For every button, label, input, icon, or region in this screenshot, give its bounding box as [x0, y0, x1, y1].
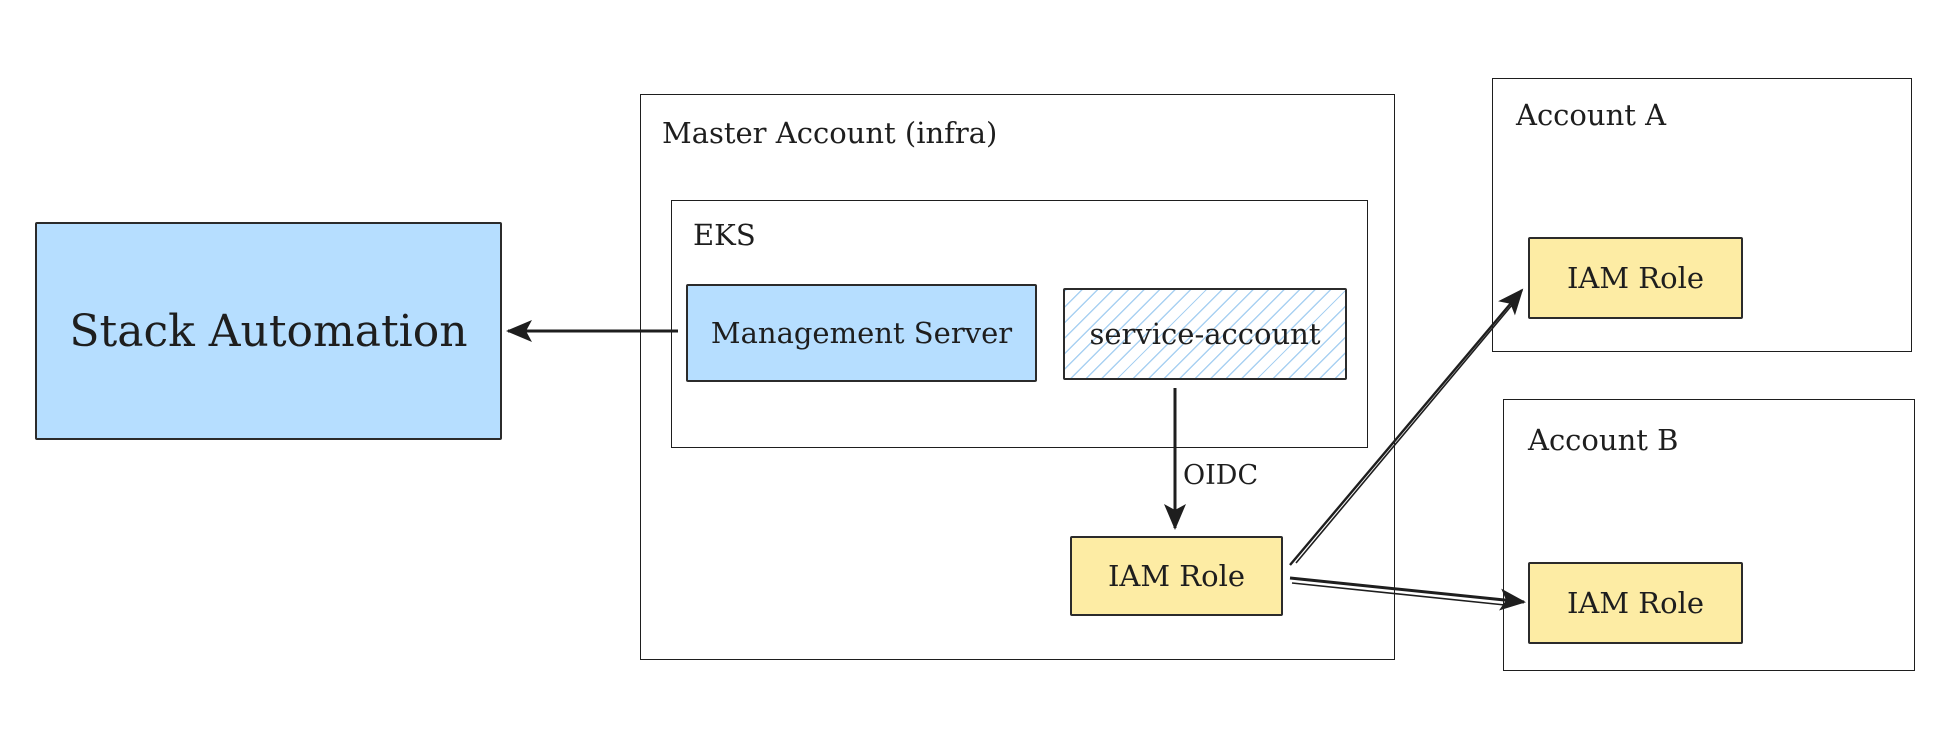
stack-automation-label: Stack Automation — [69, 305, 468, 357]
eks-frame — [671, 200, 1368, 448]
account-b-iam-role-node: IAM Role — [1528, 562, 1743, 644]
account-a-title: Account A — [1516, 98, 1667, 132]
account-a-iam-role-label: IAM Role — [1566, 261, 1705, 295]
eks-title: EKS — [693, 218, 756, 252]
management-server-node: Management Server — [686, 284, 1037, 382]
stack-automation-node: Stack Automation — [35, 222, 502, 440]
edge-iam-role-to-account-a — [1289, 288, 1524, 566]
account-a-iam-role-node: IAM Role — [1528, 237, 1743, 319]
account-b-iam-role-label: IAM Role — [1566, 586, 1705, 620]
account-b-frame — [1503, 399, 1915, 671]
management-server-label: Management Server — [710, 316, 1013, 350]
edge-iam-role-to-account-a-stroke2 — [1295, 304, 1513, 564]
edge-iam-role-to-account-b-stroke2 — [1291, 582, 1506, 606]
edge-iam-role-to-account-b — [1289, 576, 1526, 611]
oidc-edge-label: OIDC — [1183, 460, 1259, 491]
account-b-title: Account B — [1528, 423, 1679, 457]
master-iam-role-node: IAM Role — [1070, 536, 1283, 616]
master-account-title: Master Account (infra) — [662, 116, 998, 150]
service-account-label: service-account — [1089, 317, 1321, 351]
account-a-frame — [1492, 78, 1912, 352]
master-iam-role-label: IAM Role — [1107, 559, 1246, 593]
master-account-frame — [640, 94, 1395, 660]
service-account-node: service-account — [1063, 288, 1347, 380]
